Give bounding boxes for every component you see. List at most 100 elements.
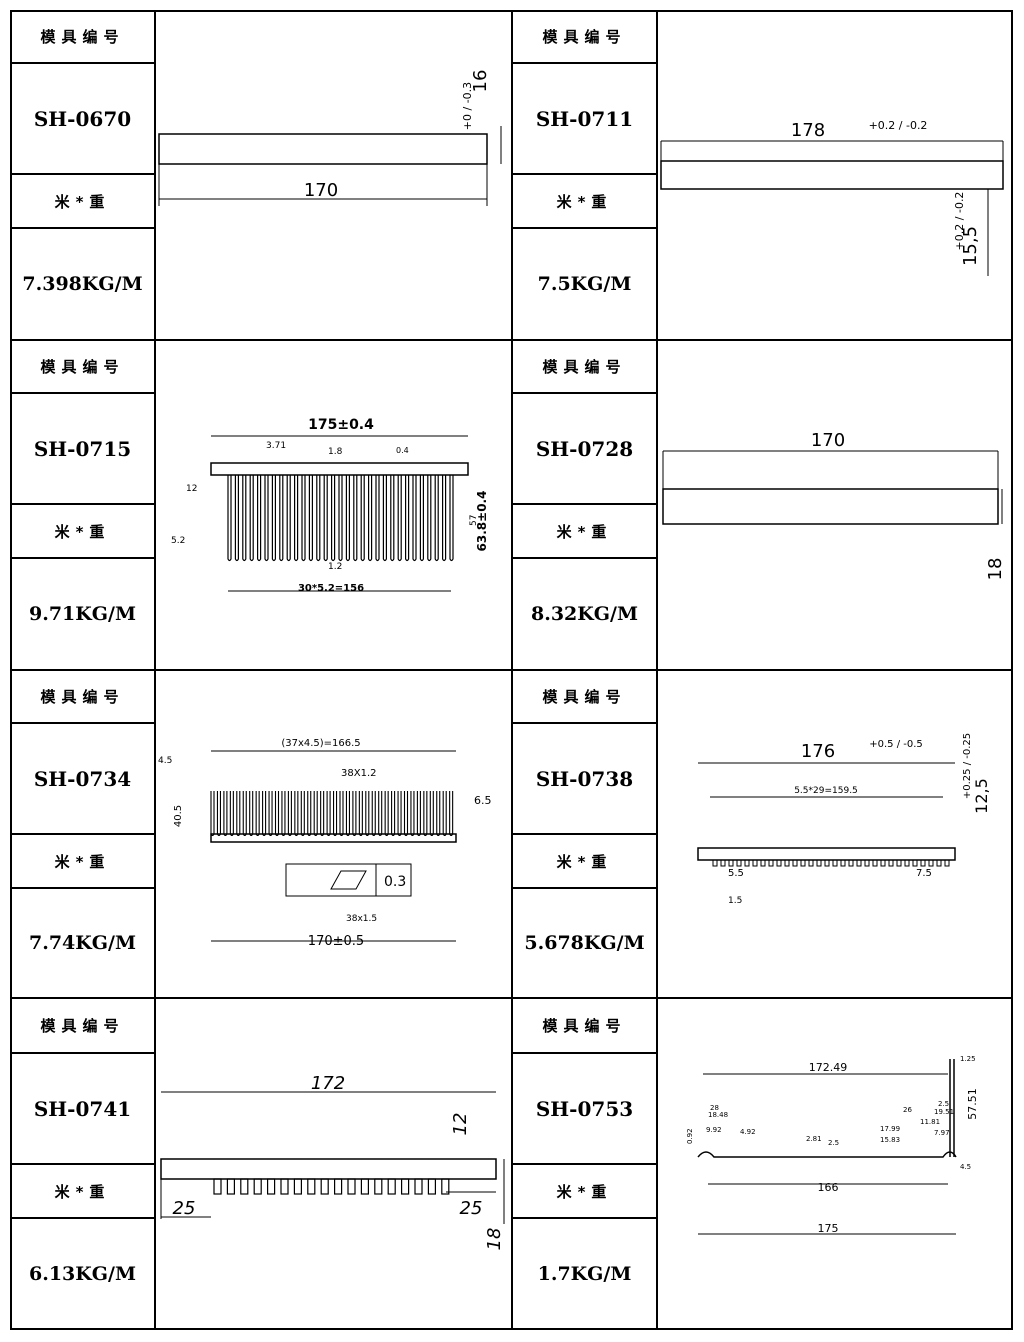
weight-label: 米*重 — [10, 174, 155, 228]
fin — [429, 791, 434, 837]
dim-flat: 0.4 — [396, 446, 409, 455]
dim-l: 2.5 — [828, 1139, 839, 1147]
mold-no-label: 模具编号 — [512, 998, 657, 1053]
dim-h: 11.81 — [920, 1118, 940, 1126]
fin — [274, 791, 280, 837]
dim-d3: 12 — [186, 484, 197, 494]
fin — [234, 475, 239, 562]
fin — [390, 475, 395, 562]
fin — [347, 1178, 356, 1195]
fin — [353, 475, 358, 562]
mold-code: SH-0711 — [512, 63, 657, 174]
fin — [848, 859, 854, 867]
fin — [331, 475, 336, 562]
fin — [279, 475, 284, 562]
profile-drawing-sh0711: 178 +0.2 / -0.2 15,5 +0.2 / -0.2 — [657, 10, 1013, 340]
fin — [416, 791, 421, 837]
dim-height-tol: +0.25 / -0.25 — [962, 733, 973, 799]
fin — [375, 475, 380, 562]
fin — [434, 475, 439, 562]
weight-value: 8.32KG/M — [512, 558, 657, 670]
fin — [236, 791, 241, 837]
fin — [423, 791, 428, 837]
weight-value: 1.7KG/M — [512, 1218, 657, 1330]
fin — [323, 475, 328, 562]
fin — [320, 1178, 329, 1195]
fin — [840, 859, 846, 867]
weight-label: 米*重 — [512, 174, 657, 228]
mold-no-label: 模具编号 — [512, 10, 657, 63]
dim-c: 2.5 — [938, 1100, 949, 1108]
fin — [249, 475, 254, 562]
fin — [338, 475, 343, 562]
fin — [262, 791, 267, 837]
fin — [442, 791, 447, 837]
profile-drawing-sh0670: 170 16 +0 / -0.3 — [155, 10, 512, 340]
fin — [294, 475, 299, 562]
fin — [419, 475, 424, 562]
dim-height: 57.51 — [966, 1088, 979, 1120]
dim-total: 175 — [818, 1222, 839, 1235]
fin — [449, 791, 454, 837]
dim-flat: 0.3 — [384, 874, 406, 890]
fin — [360, 1178, 369, 1195]
dim-width-tol: +0.5 / -0.5 — [869, 739, 923, 750]
fin — [229, 791, 234, 837]
fin — [776, 859, 782, 867]
fin — [382, 475, 387, 562]
dim-d4: 5.2 — [171, 536, 185, 546]
fin — [410, 791, 415, 837]
fin — [808, 859, 814, 867]
fin — [888, 859, 894, 867]
dim-right: 25 — [460, 1198, 483, 1219]
mold-code: SH-0670 — [10, 63, 155, 174]
fin — [442, 475, 447, 562]
dim-p: 0.92 — [686, 1128, 694, 1144]
fin — [401, 1178, 410, 1195]
fin — [936, 859, 942, 867]
dim-left: 4.5 — [158, 756, 172, 766]
dim-width: 170 — [304, 180, 338, 201]
dim-left: 25 — [173, 1198, 196, 1219]
fin — [280, 1178, 289, 1195]
fin — [358, 791, 363, 837]
fin — [293, 1178, 302, 1195]
fin — [736, 859, 742, 867]
profile-drawing-sh0715: 175±0.4 30*5.2=156 63.8±0.4 3.71 1.8 12 … — [155, 340, 512, 670]
fin — [374, 1178, 383, 1195]
dim-inner: 166 — [818, 1181, 839, 1194]
fin — [904, 859, 910, 867]
dim-k: 2.81 — [806, 1135, 822, 1143]
fin — [307, 1178, 316, 1195]
fin — [449, 475, 454, 562]
fin — [308, 475, 313, 562]
fin — [249, 791, 254, 837]
dim-d6: 57 — [469, 515, 479, 526]
fin — [944, 859, 950, 867]
dim-width: 170 — [811, 430, 845, 451]
dim-width-tol: +0.2 / -0.2 — [869, 119, 928, 132]
profile-drawing-sh0738: 176 +0.5 / -0.5 5.5*29=159.5 12,5 +0.25 … — [657, 670, 1013, 998]
dim-pitch: 5.5*29=159.5 — [794, 786, 858, 796]
dim-d5: 1.2 — [328, 562, 342, 572]
mold-code: SH-0728 — [512, 393, 657, 504]
mold-no-label: 模具编号 — [10, 340, 155, 393]
weight-label: 米*重 — [10, 834, 155, 888]
fin — [720, 859, 726, 867]
fin — [253, 1178, 262, 1195]
fin — [368, 475, 373, 562]
fin — [240, 1178, 249, 1195]
fin — [436, 791, 441, 837]
weight-label: 米*重 — [512, 504, 657, 558]
dim-fin: 1.5 — [728, 896, 742, 906]
weight-value: 7.398KG/M — [10, 228, 155, 340]
fin — [371, 791, 376, 837]
fin — [760, 859, 766, 867]
fin — [210, 791, 215, 837]
dim-height-tol: +0.2 / -0.2 — [953, 192, 966, 251]
fin — [912, 859, 918, 867]
fin — [397, 791, 402, 837]
dim-base: 6.5 — [474, 794, 492, 807]
dim-tol: +0 / -0.3 — [461, 82, 474, 130]
dim-i: 7.97 — [934, 1129, 950, 1137]
